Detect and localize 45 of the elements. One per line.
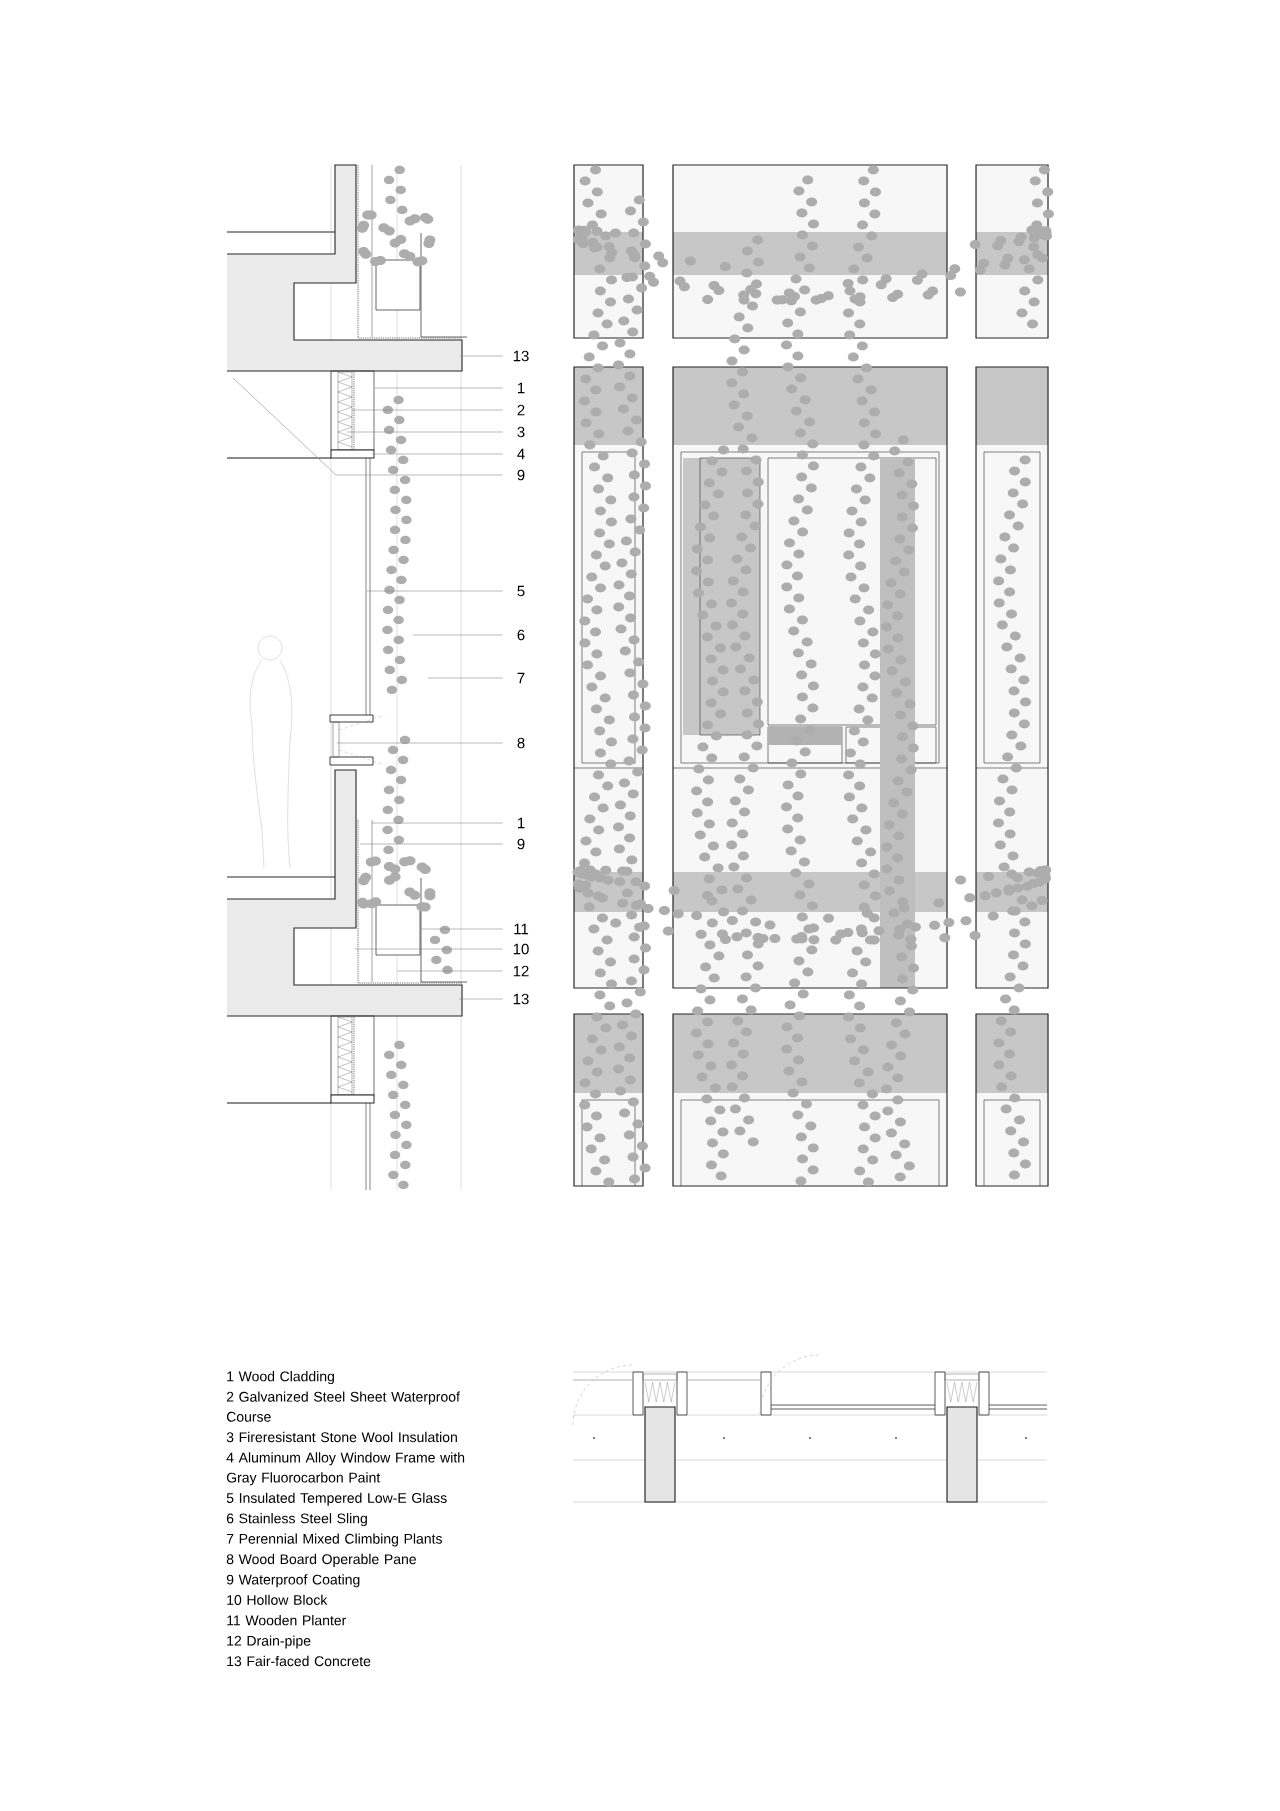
legend-text: 7 Perennial Mixed Climbing Plants <box>226 1533 442 1547</box>
leader-line <box>351 409 504 411</box>
callout-number: 3 <box>517 426 525 438</box>
legend-text: 8 Wood Board Operable Pane <box>226 1553 416 1567</box>
leader-line <box>373 387 504 389</box>
legend-text: 1 Wood Cladding <box>227 1371 334 1385</box>
callout-number: 13 <box>513 993 529 1005</box>
leader-line <box>346 431 504 433</box>
leader-line <box>366 590 504 592</box>
legend-text: 2 Galvanized Steel Sheet Waterproof Course <box>226 1391 460 1422</box>
leader-line <box>359 843 504 845</box>
callout-number: 5 <box>517 585 525 597</box>
leader-line <box>371 822 504 824</box>
legend-text: 9 Waterproof Coating <box>226 1574 360 1588</box>
leader-line <box>336 742 504 744</box>
legend-text: 13 Fair-faced Concrete <box>227 1655 371 1667</box>
legend-text: 10 Hollow Block <box>227 1594 328 1605</box>
leader-line <box>232 377 504 476</box>
callout-number: 6 <box>517 629 525 641</box>
leader-line <box>371 453 504 455</box>
callout-number: 2 <box>517 404 525 416</box>
legend-text: 4 Aluminum Alloy Window Frame with Gray Fluorocarbon Paint <box>226 1452 465 1486</box>
callout-number: 12 <box>513 965 529 977</box>
callout-number: 9 <box>517 838 525 850</box>
callout-number: 1 <box>518 382 525 394</box>
legend-text: 11 Wooden Planter <box>227 1615 347 1626</box>
callout-number: 4 <box>517 448 525 460</box>
leader-line <box>412 634 504 636</box>
callout-number: 11 <box>514 923 529 935</box>
callout-number: 7 <box>517 672 525 684</box>
legend-text: 3 Fireresistant Stone Wool Insulation <box>226 1431 457 1443</box>
callout-number: 10 <box>513 943 529 955</box>
legend-text: 12 Drain-pipe <box>227 1635 311 1649</box>
legend-text: 6 Stainless Steel Sling <box>226 1513 367 1527</box>
leader-line <box>396 970 504 972</box>
leader-line <box>427 677 504 679</box>
leader-line <box>458 998 504 1000</box>
callout-number: 1 <box>518 817 525 829</box>
callout-number: 8 <box>517 737 525 749</box>
callout-number: 13 <box>513 350 529 362</box>
callout-number: 9 <box>517 469 525 481</box>
legend-text: 5 Insulated Tempered Low-E Glass <box>226 1492 447 1506</box>
leader-line <box>421 928 504 930</box>
leader-line <box>354 948 504 950</box>
leader-line <box>459 355 504 357</box>
